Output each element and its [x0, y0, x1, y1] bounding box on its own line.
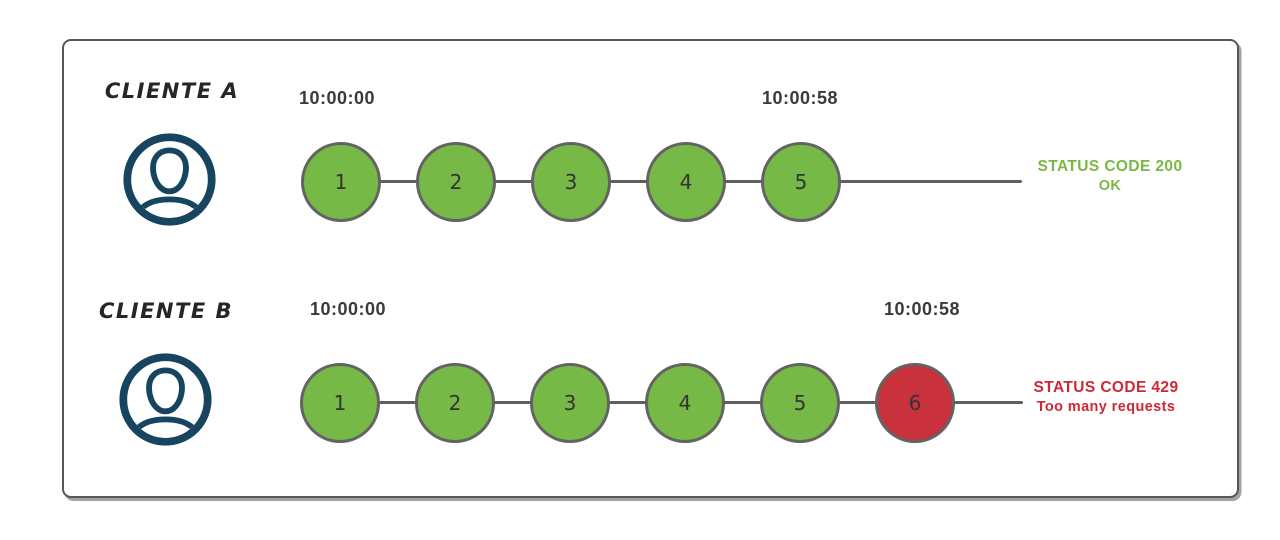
- client-b-label: CLIENTE B: [98, 299, 233, 323]
- request-circle: 4: [646, 142, 726, 222]
- request-circle: 2: [415, 363, 495, 443]
- status-ok-text: OK: [1098, 178, 1122, 195]
- request-circle: 1: [300, 363, 380, 443]
- row-a-status: STATUS CODE 200 OK: [1020, 157, 1200, 196]
- user-icon: [123, 133, 216, 226]
- request-circle: 5: [761, 142, 841, 222]
- too-many-requests-text: Too many requests: [1036, 399, 1176, 416]
- row-a-end-time: 10:00:58: [761, 88, 839, 108]
- client-a-label: CLIENTE A: [104, 79, 240, 103]
- row-b-start-time: 10:00:00: [309, 299, 387, 319]
- request-circle: 3: [531, 142, 611, 222]
- request-circle: 4: [645, 363, 725, 443]
- row-b-end-time: 10:00:58: [883, 299, 961, 319]
- diagram-frame: [62, 39, 1239, 498]
- row-b-status: STATUS CODE 429 Too many requests: [1016, 378, 1196, 417]
- row-a-start-time: 10:00:00: [298, 88, 376, 108]
- user-icon: [119, 353, 212, 446]
- request-circle: 3: [530, 363, 610, 443]
- request-circle: 5: [760, 363, 840, 443]
- request-circle: 2: [416, 142, 496, 222]
- status-code-429-text: STATUS CODE 429: [1033, 379, 1179, 396]
- request-circle: 1: [301, 142, 381, 222]
- status-code-200-text: STATUS CODE 200: [1037, 158, 1183, 175]
- request-circle-rate-limited: 6: [875, 363, 955, 443]
